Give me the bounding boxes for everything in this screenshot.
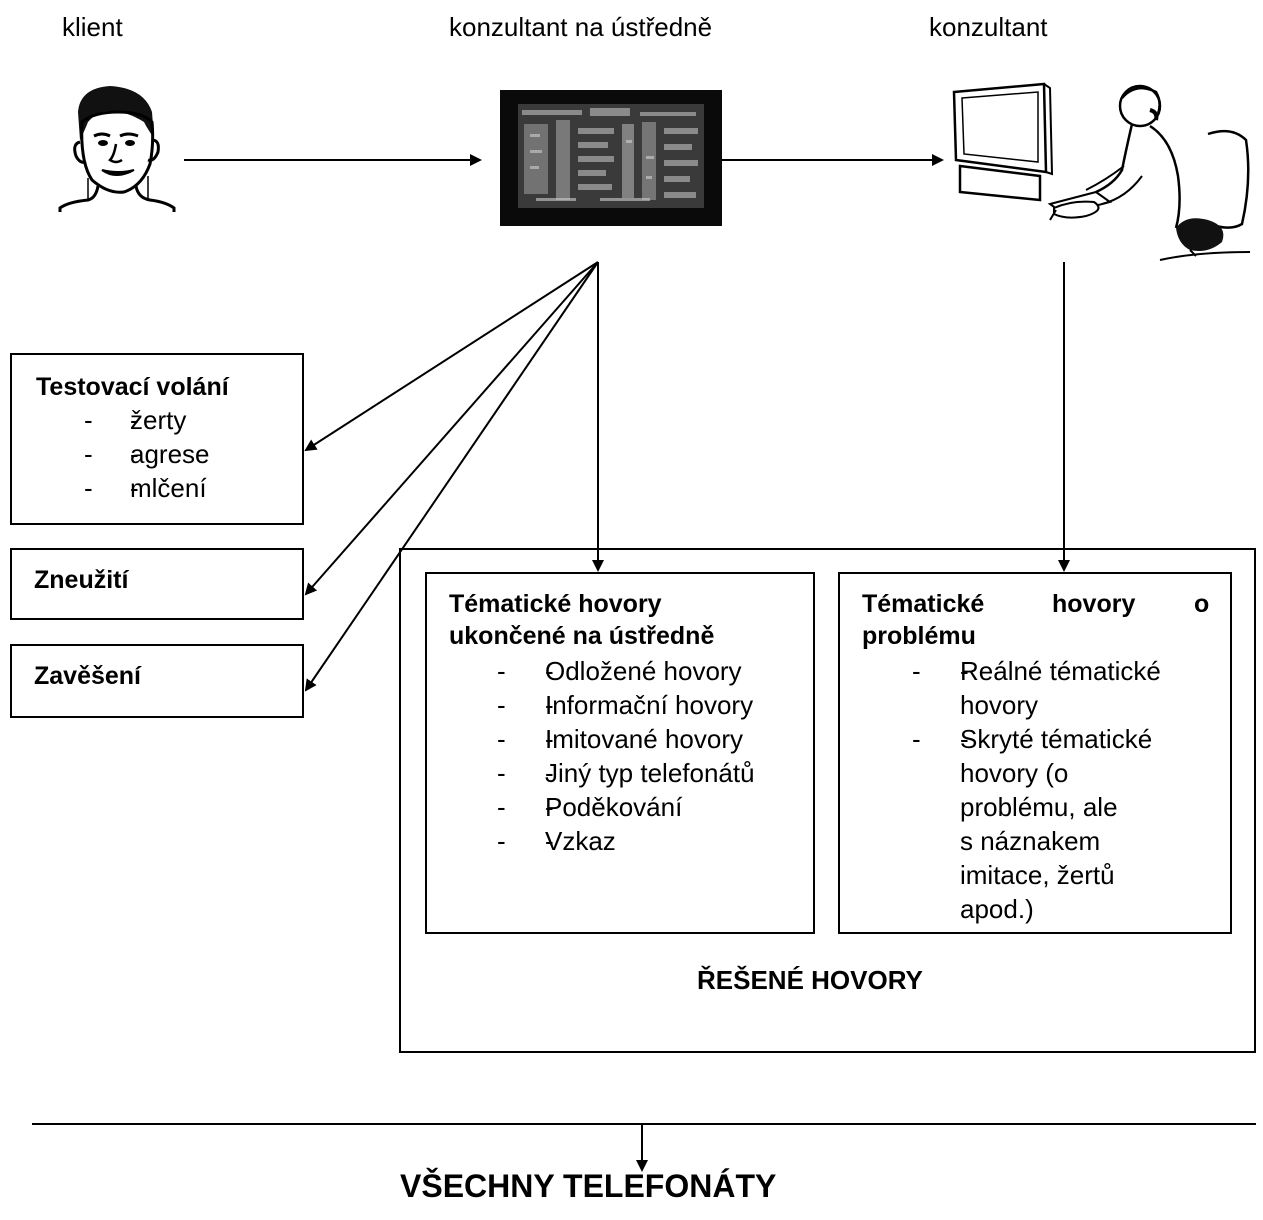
list-item: -agrese	[12, 437, 302, 471]
topic-switchboard-box: Tématické hovory ukončené na ústředně -O…	[425, 572, 815, 934]
list-item: -Poděkování	[427, 790, 813, 824]
topic-problem-title-2: problému	[862, 622, 976, 650]
header-consultant: konzultant	[929, 12, 1048, 42]
arrow-to-abuse	[304, 261, 599, 596]
topic-problem-list: - Reálné tématické hovory - Skryté témat…	[840, 654, 1230, 926]
list-item: -Informační hovory	[427, 688, 813, 722]
switchboard-screen-icon	[500, 90, 722, 226]
test-calls-box: Testovací volání -žerty -agrese -mlčení	[10, 353, 304, 525]
header-switchboard: konzultant na ústředně	[449, 12, 713, 42]
consultant-at-computer-icon	[952, 82, 1251, 261]
all-calls-label: VŠECHNY TELEFONÁTY	[400, 1168, 777, 1204]
list-item: -Odložené hovory	[427, 654, 813, 688]
topic-problem-box: Tématické hovory o problému - Reálné tém…	[838, 572, 1232, 934]
arrow-to-hangup	[304, 261, 599, 692]
resolved-calls-box: ŘEŠENÉ HOVORY	[399, 548, 1256, 1053]
list-item: -mlčení	[12, 471, 302, 505]
hangup-title: Zavěšení	[34, 662, 142, 690]
test-calls-title: Testovací volání	[36, 373, 229, 401]
abuse-title: Zneužití	[34, 566, 129, 594]
topic-problem-title-1: Tématické hovory o	[862, 590, 1210, 618]
topic-switchboard-title-2: ukončené na ústředně	[449, 622, 715, 650]
list-item: -Imitované hovory	[427, 722, 813, 756]
arrow-to-test-calls	[304, 261, 599, 452]
topic-switchboard-list: -Odložené hovory -Informační hovory -Imi…	[427, 654, 813, 858]
hangup-box: Zavěšení	[10, 644, 304, 718]
resolved-calls-label: ŘEŠENÉ HOVORY	[697, 965, 923, 995]
test-calls-list: -žerty -agrese -mlčení	[12, 403, 302, 505]
client-face-icon	[58, 86, 176, 212]
topic-switchboard-title-1: Tématické hovory	[449, 590, 662, 618]
abuse-box: Zneužití	[10, 548, 304, 620]
list-item: -žerty	[12, 403, 302, 437]
list-item: - Skryté tématické hovory (o problému, a…	[840, 722, 1230, 926]
list-item: -Jiný typ telefonátů	[427, 756, 813, 790]
header-client: klient	[62, 12, 123, 42]
list-item: -Vzkaz	[427, 824, 813, 858]
list-item: - Reálné tématické hovory	[840, 654, 1230, 722]
